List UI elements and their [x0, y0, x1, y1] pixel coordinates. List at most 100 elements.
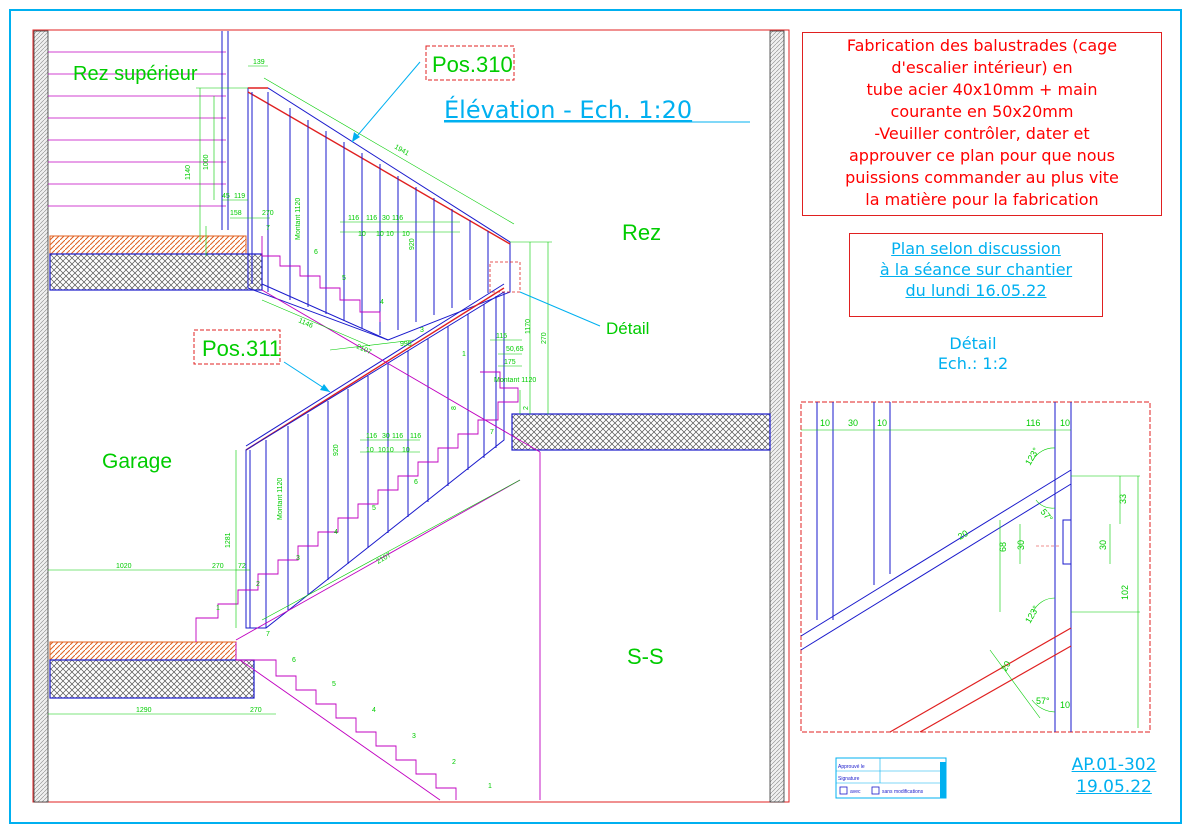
dimension-label: 45 [222, 193, 230, 200]
detail-heading: Détail Ech.: 1:2 [900, 334, 1046, 374]
middle-slab [511, 413, 771, 451]
dimension-label: 10 [402, 447, 410, 454]
dimension-label: 116 [1026, 418, 1040, 428]
dimension-label: 30 [1098, 540, 1108, 550]
outer-frame [9, 9, 1182, 824]
room-ss: S-S [627, 644, 664, 669]
dimension-label: 10 [1060, 418, 1070, 428]
fabrication-note: Fabrication des balustrades (cage d'esca… [802, 32, 1162, 216]
dimension-label: 4 [372, 707, 376, 714]
note-line: à la séance sur chantier [879, 260, 1073, 279]
dimension-label: 1 [488, 783, 492, 790]
dim-texts: 139 1941 1140 1000 45 119 158 270 116 11… [116, 59, 548, 790]
dimension-label: 2 [523, 406, 530, 410]
dimension-label: 6 [314, 249, 318, 256]
dimension-label: 920 [333, 444, 340, 456]
detail-callout: Détail [606, 319, 649, 338]
dimension-label: 119 [234, 193, 245, 200]
dimension-label: 920 [409, 238, 416, 250]
dimension-label: 57° [1038, 507, 1055, 524]
dimension-label: Montant 1120 [277, 478, 284, 520]
dimension-label: 1140 [185, 165, 192, 180]
dimension-label: 2107 [376, 552, 393, 566]
dimension-label: 10 [820, 418, 830, 428]
dimension-label: 10 [877, 418, 887, 428]
dimension-label: Montant 1120 [494, 377, 536, 384]
dimension-label: 1281 [225, 532, 232, 548]
dimension-label: 4 [380, 299, 384, 306]
dimension-label: Montant 1120 [295, 198, 302, 240]
dimension-label: sans modifications [882, 789, 924, 795]
dimension-label: 5 [342, 275, 346, 282]
note-line: Plan selon discussion [891, 239, 1061, 258]
elevation-title: Élévation - Ech. 1:20 [444, 95, 692, 124]
upper-slab [49, 253, 263, 291]
dimension-label: 10 [358, 231, 366, 238]
dimension-label: 1 [462, 351, 466, 358]
dimension-label: 1000 [203, 154, 210, 170]
detail-texts: 10 30 10 116 10 123° 57° 123° 57° 33 30 … [820, 418, 1130, 710]
note-line: -Veuiller contrôler, dater et [874, 124, 1090, 143]
dimension-label: 995 [400, 341, 412, 348]
reference-block: AP.01-302 19.05.22 [1056, 754, 1172, 798]
dimension-label: 158 [230, 210, 242, 217]
dimension-label: Approuvé le [838, 764, 865, 770]
dimension-label: 7 [266, 631, 270, 638]
detail-dims [801, 429, 1140, 728]
dimension-label: 30 [382, 215, 390, 222]
room-garage: Garage [102, 450, 172, 473]
pos311-label: Pos.311 [202, 336, 281, 361]
dimension-label: 270 [541, 332, 548, 344]
dimension-label: 270 [212, 563, 224, 570]
detail-handrail [889, 627, 1072, 733]
pos311-balustrade [245, 283, 505, 629]
dimension-label: 7 [266, 225, 270, 232]
dimension-label: 10 [376, 231, 384, 238]
detail-marker [489, 261, 521, 293]
dimension-label: 3 [412, 733, 416, 740]
ref-date: 19.05.22 [1076, 777, 1152, 797]
dimension-label: 116 [392, 433, 403, 440]
stair-profiles [195, 236, 541, 801]
detail-frame [800, 401, 1151, 733]
dimension-label: 139 [253, 59, 265, 66]
dimension-label: Signature [838, 776, 860, 782]
lower-finish [49, 641, 237, 661]
elevation-frame [32, 29, 790, 803]
dimension-label: 6 [414, 479, 418, 486]
dimension-label: 175 [504, 359, 516, 366]
dimension-label: 50,65 [506, 346, 524, 353]
dimension-label: 57° [1036, 696, 1050, 706]
dimension-label: 33 [1118, 494, 1128, 504]
dimension-label: 123° [1023, 446, 1041, 467]
dimension-label: 116 [410, 433, 421, 440]
dimension-label: 30 [1016, 540, 1026, 550]
dimension-label: 1290 [136, 707, 152, 714]
dimension-label: 116 [366, 215, 377, 222]
dimension-label: 30 [848, 418, 858, 428]
detail-scale: Ech.: 1:2 [937, 354, 1009, 373]
dimension-label: 30 [382, 433, 390, 440]
dimension-label: 2 [452, 759, 456, 766]
dimension-label: 2 [256, 581, 260, 588]
dimension-label: 270 [250, 707, 262, 714]
detail-title: Détail [949, 334, 997, 353]
dimension-label: 123° [1023, 604, 1041, 625]
dimension-label: 116 [366, 433, 377, 440]
dimension-label: 5 [372, 505, 376, 512]
room-rez-sup: Rez supérieur [73, 63, 198, 85]
dimension-label: 115 [496, 333, 507, 340]
dimension-label: 10 [386, 231, 394, 238]
dimension-label: avec [850, 789, 861, 795]
dimension-label: 10 [378, 447, 386, 454]
dimension-label: 1146 [297, 317, 314, 330]
room-rez: Rez [622, 220, 661, 245]
dimension-label: 4 [334, 529, 338, 536]
discussion-note: Plan selon discussion à la séance sur ch… [849, 233, 1103, 317]
detail-profile [800, 402, 1072, 732]
lower-slab [49, 659, 255, 699]
note-line: Fabrication des balustrades (cage [846, 36, 1118, 55]
dimension-label: 20 [956, 528, 970, 542]
dimension-label: 10 [1060, 700, 1070, 710]
dimension-label: 1941 [393, 144, 410, 158]
